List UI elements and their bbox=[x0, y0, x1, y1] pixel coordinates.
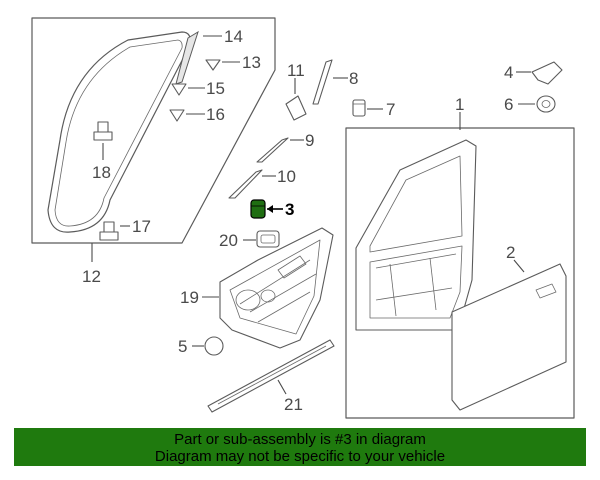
callout-6: 6 bbox=[504, 95, 513, 114]
callout-8: 8 bbox=[349, 69, 358, 88]
banner-line-2: Diagram may not be specific to your vehi… bbox=[154, 448, 446, 465]
part-8 bbox=[312, 59, 333, 105]
part-3-highlighted bbox=[250, 199, 266, 219]
callout-7: 7 bbox=[386, 100, 395, 119]
callout-1: 1 bbox=[455, 95, 464, 114]
info-banner: Part or sub-assembly is #3 in diagram Di… bbox=[14, 428, 586, 466]
callout-10: 10 bbox=[277, 167, 296, 186]
part-9 bbox=[256, 137, 289, 163]
part-6 bbox=[536, 95, 556, 113]
door-outer-panel-2 bbox=[451, 263, 567, 411]
callout-17: 17 bbox=[132, 217, 151, 236]
callout-13: 13 bbox=[242, 53, 261, 72]
callout-21: 21 bbox=[284, 395, 303, 414]
part-11 bbox=[285, 95, 307, 121]
part-10 bbox=[228, 169, 263, 199]
clip-15 bbox=[171, 83, 187, 96]
banner-line-1: Part or sub-assembly is #3 in diagram bbox=[174, 431, 426, 448]
callout-2: 2 bbox=[506, 243, 515, 262]
weatherstrip-assembly-box bbox=[31, 17, 276, 244]
clip-17 bbox=[99, 221, 119, 241]
callout-14: 14 bbox=[224, 27, 243, 46]
callout-16: 16 bbox=[206, 105, 225, 124]
callout-18: 18 bbox=[92, 163, 111, 182]
callout-3: 3 bbox=[285, 200, 294, 219]
callout-19: 19 bbox=[180, 288, 199, 307]
callout-11: 11 bbox=[287, 61, 305, 80]
clip-13 bbox=[205, 59, 221, 71]
clip-18 bbox=[93, 121, 113, 141]
callout-15: 15 bbox=[206, 79, 225, 98]
callout-20: 20 bbox=[219, 231, 238, 250]
part-5 bbox=[204, 336, 224, 356]
part-20 bbox=[256, 230, 280, 248]
callout-9: 9 bbox=[305, 131, 314, 150]
clip-16 bbox=[169, 109, 185, 122]
callout-5: 5 bbox=[178, 337, 187, 356]
molding-21 bbox=[207, 339, 335, 413]
part-4 bbox=[531, 61, 563, 85]
door-module-19 bbox=[219, 227, 334, 349]
door-shell-box bbox=[345, 127, 575, 419]
callout-12: 12 bbox=[82, 267, 101, 286]
parts-diagram: 14 13 15 16 18 17 12 11 8 7 9 10 3 20 bbox=[31, 17, 575, 419]
part-7 bbox=[352, 99, 366, 117]
callout-4: 4 bbox=[504, 63, 513, 82]
